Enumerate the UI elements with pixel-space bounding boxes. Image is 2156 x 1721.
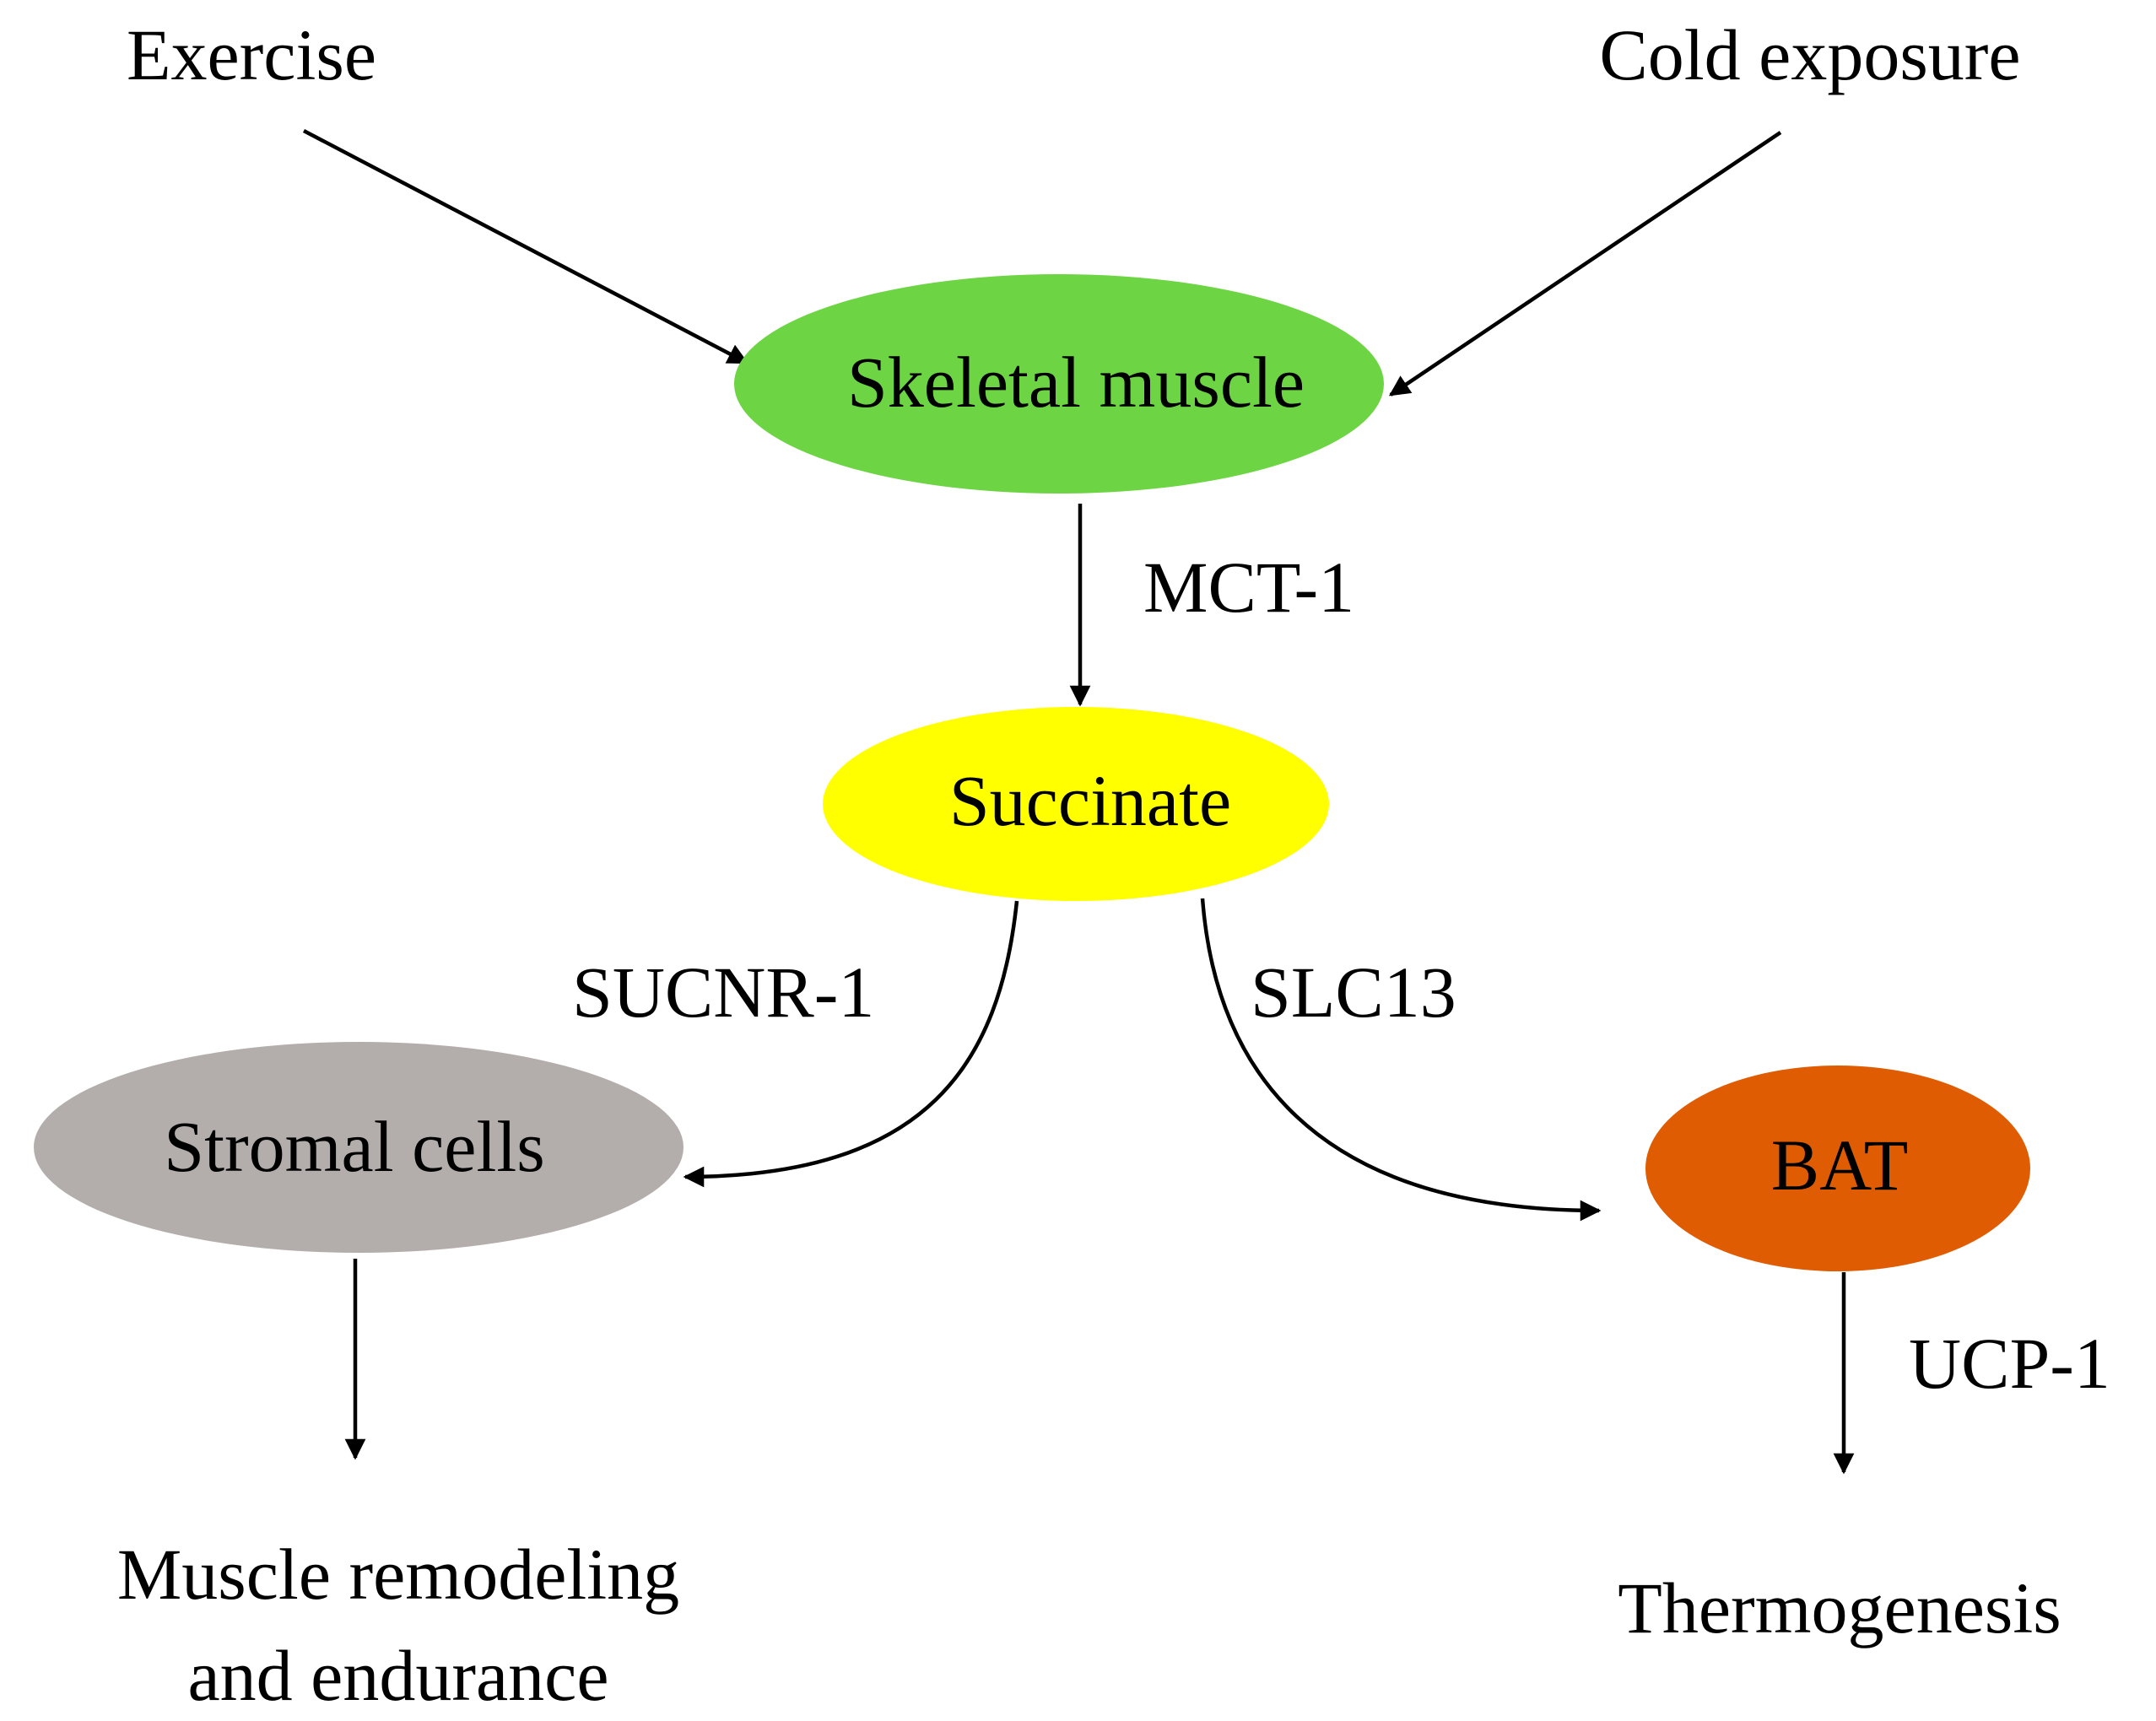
- skeletal-muscle-label: Skeletal muscle: [847, 342, 1305, 423]
- stromal-cells-label: Stromal cells: [164, 1106, 544, 1187]
- ucp1-label: UCP-1: [1909, 1323, 2110, 1404]
- mct1-label: MCT-1: [1143, 547, 1354, 628]
- sucnr1-label: SUCNR-1: [572, 952, 874, 1033]
- slc13-label: SLC13: [1251, 952, 1456, 1033]
- cold-exposure-label: Cold exposure: [1599, 14, 2020, 95]
- succinate-node: [823, 707, 1329, 901]
- muscle-remodeling-label: Muscle remodeling: [117, 1534, 679, 1615]
- and-endurance-label: and endurance: [188, 1635, 609, 1716]
- skeletal-muscle-node: [734, 274, 1384, 494]
- succinate-to-bat-arrow: [1200, 898, 1602, 1222]
- succinate-label: Succinate: [949, 760, 1231, 841]
- bat-label: BAT: [1771, 1125, 1908, 1206]
- stromal-cells-node: [34, 1042, 684, 1253]
- succinate-to-stromal-arrow: [683, 900, 1019, 1188]
- thermogenesis-label: Thermogenesis: [1618, 1567, 2061, 1648]
- exercise-label: Exercise: [127, 14, 376, 95]
- exercise-to-muscle-arrow: [302, 129, 749, 364]
- bat-node: [1645, 1066, 2030, 1271]
- cold-to-muscle-arrow: [1388, 131, 1782, 397]
